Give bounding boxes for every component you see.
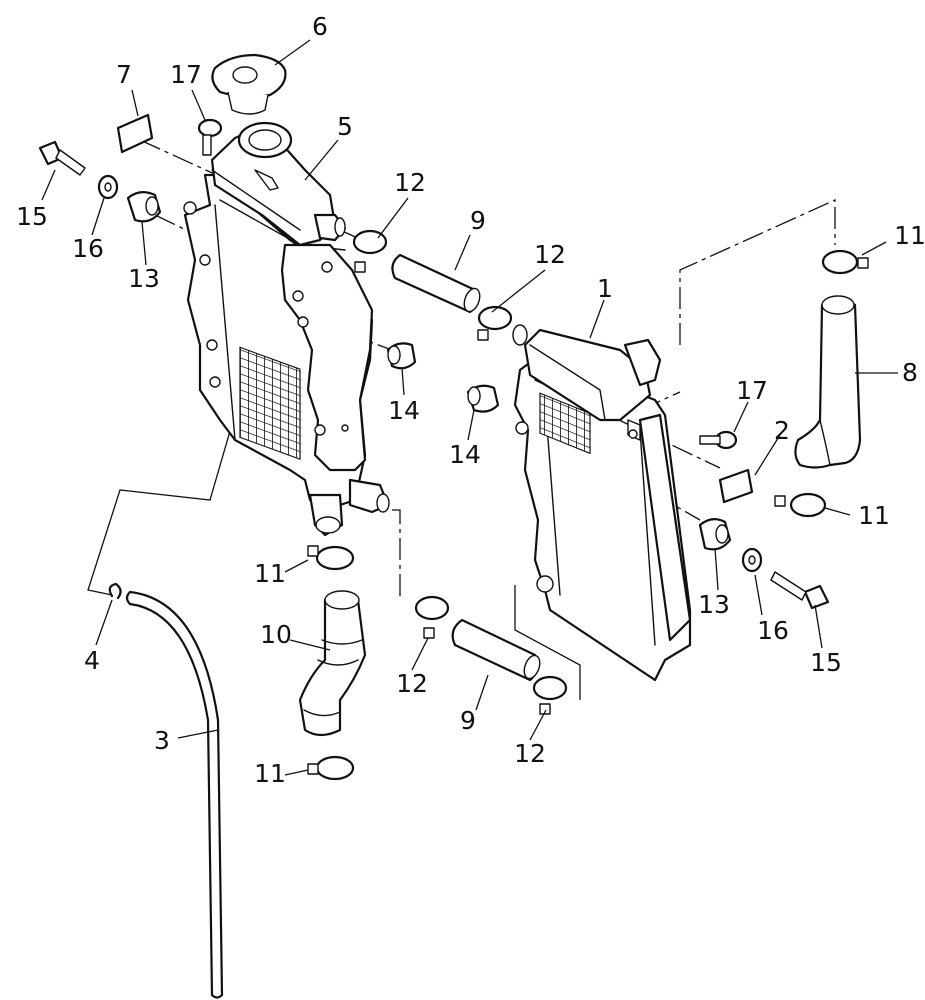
clamp	[414, 595, 450, 639]
callout-9-lower: 9	[460, 706, 476, 735]
bolt	[699, 430, 738, 450]
bolt	[770, 571, 830, 610]
clamp	[477, 305, 513, 341]
callout-17-left: 17	[170, 60, 202, 89]
callout-3: 3	[154, 726, 170, 755]
callout-12-top-right: 12	[534, 240, 566, 269]
callout-13-left: 13	[128, 264, 160, 293]
hose-clamps	[307, 229, 869, 781]
label-leaders	[41, 39, 898, 776]
radiator-cap	[211, 53, 287, 115]
hoses	[125, 253, 862, 999]
clamp	[352, 229, 388, 273]
bolt	[197, 118, 223, 156]
callout-8: 8	[902, 358, 918, 387]
callout-11-bottom: 11	[254, 759, 286, 788]
callout-10: 10	[260, 620, 292, 649]
callout-15-left: 15	[16, 202, 48, 231]
callout-2: 2	[774, 416, 790, 445]
callout-9-upper: 9	[470, 206, 486, 235]
hardware	[38, 113, 830, 610]
clamp	[532, 675, 568, 715]
left-radiator	[183, 121, 390, 537]
callout-15-right: 15	[810, 648, 842, 677]
clamp	[307, 545, 355, 571]
callouts: 1 2 3 4 5 6 7 8 9 9 10 11 11 11 11 12 12…	[16, 12, 925, 788]
callout-11-right: 11	[858, 501, 890, 530]
callout-13-right: 13	[698, 590, 730, 619]
callout-12-top-left: 12	[394, 168, 426, 197]
right-radiator	[512, 324, 692, 682]
callout-1: 1	[597, 274, 613, 303]
callout-6: 6	[312, 12, 328, 41]
callout-11-mid: 11	[254, 559, 286, 588]
callout-16-right: 16	[757, 616, 789, 645]
callout-5: 5	[337, 112, 353, 141]
callout-16-left: 16	[72, 234, 104, 263]
callout-12-lower-left: 12	[396, 669, 428, 698]
callout-14-left: 14	[388, 396, 420, 425]
clamp	[821, 249, 869, 275]
callout-7: 7	[116, 60, 132, 89]
callout-11-top-right: 11	[894, 221, 925, 250]
callout-4: 4	[84, 646, 100, 675]
callout-14-right: 14	[449, 440, 481, 469]
bolt	[38, 140, 86, 176]
callout-17-right: 17	[736, 376, 768, 405]
clamp	[307, 755, 355, 781]
callout-12-lower-right: 12	[514, 739, 546, 768]
clamp	[774, 492, 827, 518]
